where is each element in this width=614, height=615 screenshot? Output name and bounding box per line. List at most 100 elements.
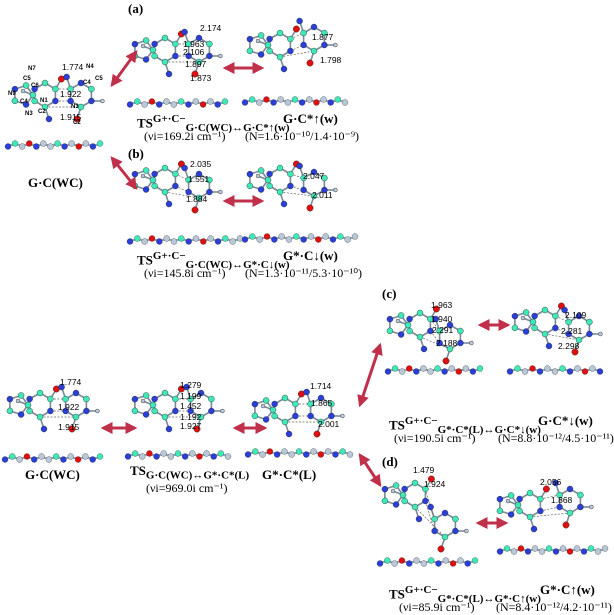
cytosine-atom — [208, 407, 215, 415]
cytosine-atom — [441, 509, 449, 517]
cytosine-atom — [586, 318, 593, 326]
cytosine-atom — [62, 407, 69, 415]
guanine-atom — [151, 407, 158, 415]
guanine-atom — [516, 495, 523, 503]
side-view-atom — [281, 448, 288, 455]
side-view-atom — [391, 365, 399, 372]
atom-label: N4 — [86, 64, 94, 70]
atom-label: N3 — [71, 104, 79, 110]
side-view-atom — [398, 557, 406, 564]
side-view-atom — [337, 233, 344, 240]
hbond-distance-wc-top: 1.774 — [62, 62, 84, 72]
side-view-atom — [131, 450, 139, 457]
side-view-atom — [427, 368, 434, 375]
hbond-distance-ts-c: 2.188 — [436, 338, 458, 348]
side-view-atom — [524, 548, 532, 555]
label-gc-wc-bottom: G·C(WC) — [25, 467, 80, 482]
hbond-distance-ts-mid: 1.192 — [180, 412, 202, 422]
guanine-atom — [151, 52, 158, 60]
guanine-atom — [266, 182, 273, 190]
arrow-wc-to-ts-a — [110, 50, 138, 87]
hbond-distance-prod-d: 1.868 — [551, 495, 573, 505]
freq-ts-mid: (νi=969.0i cm⁻¹) — [146, 481, 228, 495]
side-view-atom — [514, 365, 521, 372]
side-view-atom — [278, 233, 285, 240]
label-ts-c: TSG+·C−G*·C*(L)↔G·C*↓(w) — [389, 415, 541, 436]
cytosine-atom — [310, 23, 318, 31]
side-view-atom — [192, 235, 200, 242]
side-view-atom — [192, 98, 199, 105]
hydrogen-atom — [100, 98, 105, 104]
side-view-atom — [31, 456, 38, 463]
side-view-atom — [428, 557, 435, 564]
guanine-atom — [381, 485, 389, 493]
side-view-atom — [471, 557, 479, 564]
guanine-atom — [24, 401, 32, 409]
guanine-atom — [399, 491, 407, 499]
side-view-atom — [320, 96, 327, 103]
side-view-atom — [163, 98, 170, 105]
guanine-atom — [6, 407, 14, 415]
oxygen-atom — [437, 545, 445, 553]
guanine-atom — [257, 51, 265, 58]
side-view-atom — [68, 140, 75, 147]
guanine-atom — [151, 182, 158, 190]
guanine-atom — [287, 47, 294, 55]
guanine-atom — [531, 312, 538, 320]
guanine-atom — [404, 321, 412, 329]
guanine-atom — [131, 170, 139, 178]
cytosine-atom — [72, 389, 80, 397]
panel-label-c: (c) — [382, 286, 397, 301]
guanine-atom — [271, 412, 278, 420]
cytosine-atom — [457, 339, 464, 347]
label-prod-a: G·C*↑(w) — [283, 111, 338, 126]
side-view-atom — [248, 96, 256, 103]
side-view-atom — [222, 235, 229, 242]
guanine-atom — [257, 32, 265, 39]
h-bond — [529, 512, 571, 518]
atom-label: C6 — [31, 83, 39, 89]
side-view-atom — [315, 236, 322, 243]
guanine-atom — [507, 492, 515, 499]
side-view-atom — [74, 456, 82, 463]
atom-label: N1 — [40, 98, 48, 104]
n-prod-c: (N=8.8·10⁻¹²/4.5·10⁻¹¹) — [498, 431, 614, 445]
side-view-atom — [300, 236, 307, 243]
guanine-atom — [161, 413, 169, 421]
oxygen-atom — [442, 357, 450, 365]
side-view-atom — [82, 453, 89, 460]
atom-label: C2 — [73, 120, 81, 126]
guanine-atom — [496, 495, 504, 503]
guanine-atom — [531, 324, 538, 332]
hbond-distance-prod-a: 1.798 — [320, 55, 342, 65]
side-view-atom — [148, 235, 156, 242]
guanine-atom — [264, 41, 272, 49]
guanine-atom — [514, 501, 522, 509]
label-gstar-cstar: G*·C*(L) — [262, 467, 317, 482]
h-bond — [425, 500, 435, 532]
side-view-atom — [529, 365, 536, 372]
n-prod-d: (N=8.4·10⁻¹²/4.2·10⁻¹¹) — [496, 600, 612, 614]
side-view-atom — [160, 450, 167, 457]
guanine-atom — [52, 85, 59, 93]
cytosine-atom — [83, 395, 90, 403]
oxygen-atom — [306, 59, 314, 67]
side-view-atom — [291, 96, 299, 103]
side-view-atom — [545, 545, 553, 552]
cytosine-atom — [67, 97, 74, 105]
label-gc-wc-top: G·C(WC) — [28, 175, 83, 190]
cytosine-atom — [197, 389, 205, 397]
cytosine-atom — [457, 327, 464, 335]
nitrogen-atom — [165, 200, 173, 208]
cytosine-atom — [187, 395, 194, 403]
cytosine-atom — [206, 40, 213, 48]
hbond-distance-ts-d: 1.479 — [413, 465, 435, 475]
atom-label: C5 — [23, 76, 31, 82]
guanine-atom — [264, 176, 272, 184]
hbond-distance-ts-a: 2.174 — [200, 23, 222, 33]
guanine-atom — [6, 395, 14, 403]
guanine-atom — [537, 495, 544, 503]
arrow-wc-to-ts-b — [110, 156, 138, 190]
hydrogen-atom — [255, 38, 261, 44]
